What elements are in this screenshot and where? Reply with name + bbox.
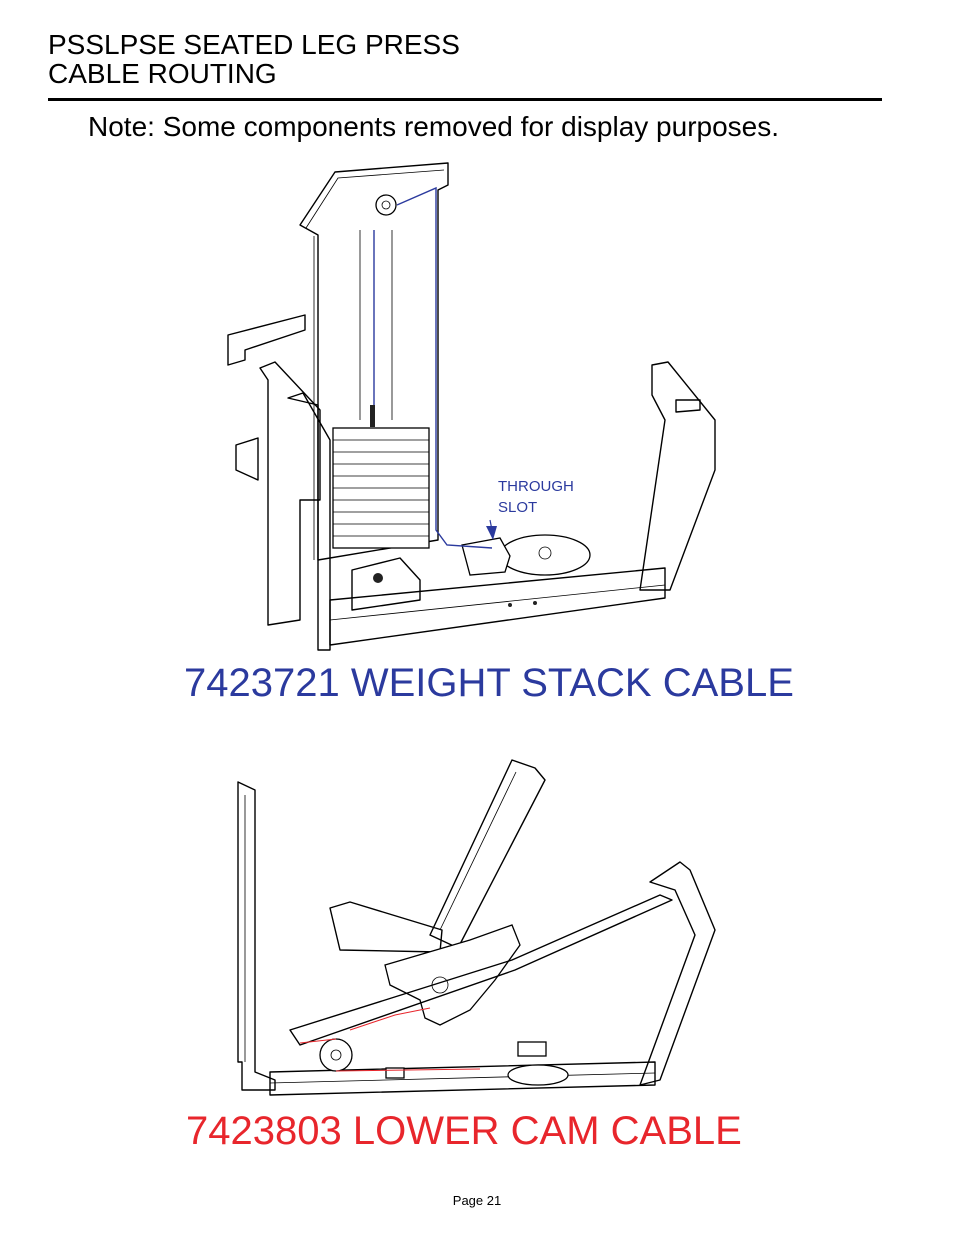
lower-cam-cable-path <box>299 1007 481 1072</box>
title-line-2: CABLE ROUTING <box>48 58 277 89</box>
leg-press-frame-bottom <box>237 759 716 1096</box>
weight-stack-cable-path <box>373 186 497 549</box>
callout-line-2: SLOT <box>498 499 538 516</box>
page-number: Page 21 <box>452 1193 502 1208</box>
leg-press-frame-top <box>227 162 716 651</box>
display-note: Note: Some components removed for displa… <box>88 111 780 142</box>
document-title: PSSLPSE SEATED LEG PRESS CABLE ROUTING <box>48 30 460 88</box>
header-divider <box>48 98 882 101</box>
lower-cam-cable-caption: 7423803 LOWER CAM CABLE <box>186 1109 742 1153</box>
weight-stack-cable-caption: 7423721 WEIGHT STACK CABLE <box>184 661 794 705</box>
title-line-1: PSSLPSE SEATED LEG PRESS <box>48 29 460 60</box>
callout-line-1: THROUGH <box>498 478 574 495</box>
through-slot-callout: THROUGH SLOT <box>498 476 574 518</box>
